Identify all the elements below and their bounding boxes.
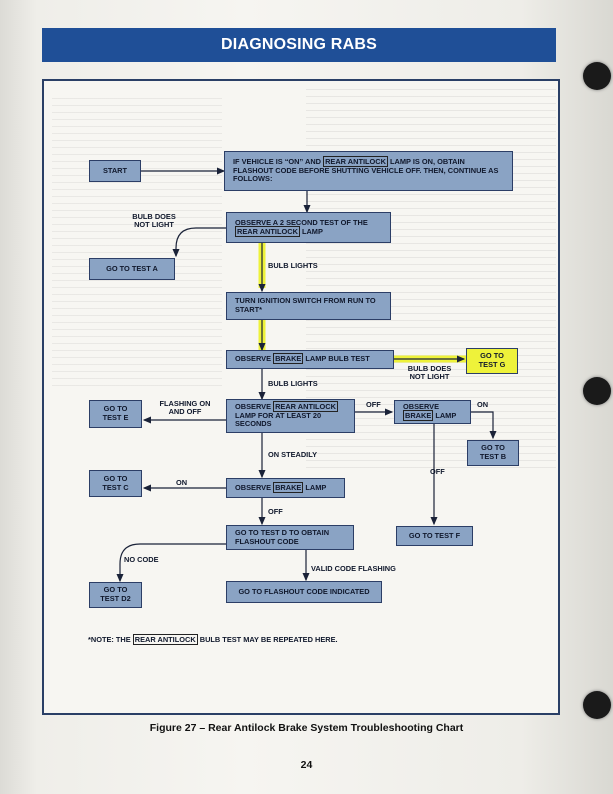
goto-test-a-box: GO TO TEST A [89, 258, 175, 280]
start-label: START [102, 165, 128, 175]
binder-hole-bottom [583, 691, 611, 719]
binder-hole-middle [583, 377, 611, 405]
label-flashing: FLASHING ON AND OFF [159, 399, 211, 417]
label-off-1: OFF [366, 400, 381, 409]
goto-test-d2-box: GO TO TEST D2 [89, 582, 142, 608]
start-box: START [89, 160, 141, 182]
label-valid-code: VALID CODE FLASHING [311, 564, 396, 573]
label-on-1: ON [477, 400, 489, 409]
goto-test-g-box: GO TO TEST G [466, 348, 518, 374]
intro-box: IF VEHICLE IS “ON” AND REAR ANTILOCK LAM… [224, 151, 513, 191]
observe-brake-bulb-box: OBSERVE BRAKE LAMP BULB TEST [226, 350, 394, 369]
page-header: DIAGNOSING RABS [42, 28, 556, 62]
intro-text: IF VEHICLE IS “ON” AND REAR ANTILOCK LAM… [233, 155, 499, 184]
label-off-2: OFF [268, 507, 283, 516]
label-on-steadily: ON STEADILY [268, 450, 318, 459]
rear-antilock-badge: REAR ANTILOCK [323, 155, 388, 167]
bleed-through-text-left [52, 96, 222, 386]
page-title: DIAGNOSING RABS [221, 36, 377, 53]
goto-test-f-box: GO TO TEST F [396, 526, 473, 546]
label-off-3: OFF [430, 467, 445, 476]
label-bulb-lights: BULB LIGHTS [268, 261, 318, 270]
footnote: *NOTE: THE REAR ANTILOCK BULB TEST MAY B… [88, 634, 338, 645]
goto-flashout-box: GO TO FLASHOUT CODE INDICATED [226, 581, 382, 603]
observe-brake-mid-box: OBSERVE BRAKE LAMP [226, 478, 345, 498]
goto-test-b-box: GO TO TEST B [467, 440, 519, 466]
turn-ignition-box: TURN IGNITION SWITCH FROM RUN TO START* [226, 292, 391, 320]
binder-hole-top [583, 62, 611, 90]
goto-test-c-box: GO TO TEST C [89, 470, 142, 497]
label-bulb-does-not-light-2: BULB DOES NOT LIGHT [407, 364, 452, 382]
goto-test-e-box: GO TO TEST E [89, 400, 142, 428]
label-bulb-does-not-light: BULB DOES NOT LIGHT [132, 212, 176, 230]
label-no-code: NO CODE [124, 555, 159, 564]
observe-test-text: OBSERVE A 2 SECOND TEST OF THE REAR ANTI… [235, 217, 368, 237]
page-number: 24 [300, 759, 313, 771]
label-on-2: ON [176, 478, 188, 487]
goto-test-d-box: GO TO TEST D TO OBTAIN FLASHOUT CODE [226, 525, 354, 550]
label-bulb-lights-2: BULB LIGHTS [268, 379, 318, 388]
figure-caption: Figure 27 – Rear Antilock Brake System T… [149, 722, 464, 734]
observe-brake-right-box: OBSERVE BRAKE LAMP [394, 400, 471, 424]
observe-rear-antilock-20-box: OBSERVE REAR ANTILOCK LAMP FOR AT LEAST … [226, 399, 355, 433]
observe-test-box: OBSERVE A 2 SECOND TEST OF THE REAR ANTI… [226, 212, 391, 243]
